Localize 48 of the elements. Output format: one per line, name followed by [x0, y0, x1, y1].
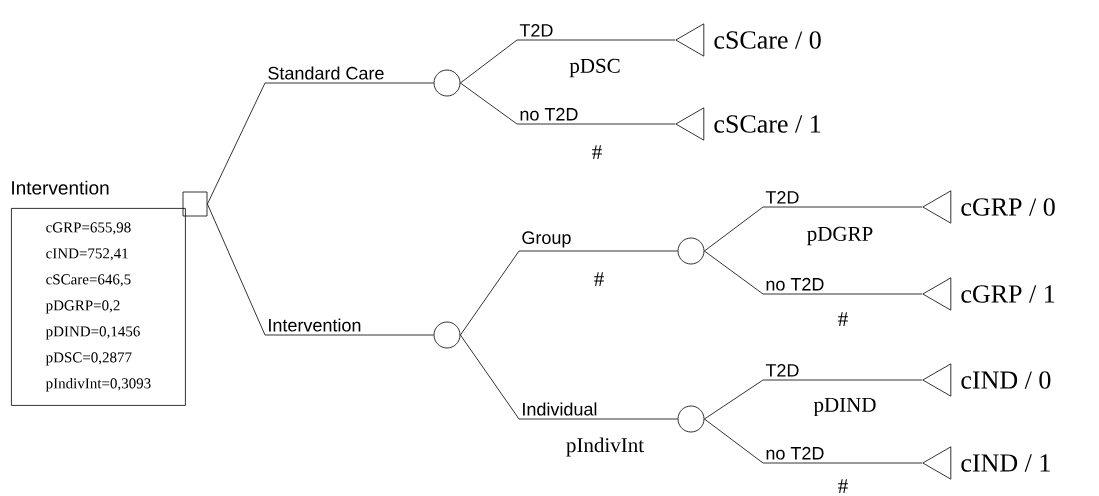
- edge-label: Standard Care: [266, 65, 386, 81]
- node-label: pDGRP=0,2: [45, 300, 120, 314]
- node-label: pIndivInt=0,3093: [45, 377, 151, 392]
- edge-label: Intervention: [266, 317, 363, 333]
- branch-line: [704, 206, 923, 252]
- edge-label: no T2D: [764, 445, 826, 461]
- probability-label: pIndivInt: [566, 437, 644, 457]
- edge-label: T2D: [764, 190, 801, 205]
- probability-label: pDGRP: [807, 226, 873, 246]
- branch-line: [704, 379, 923, 420]
- branch-line: [460, 82, 676, 125]
- payoff-label: cIND / 1: [961, 454, 1050, 472]
- chance-circle: [677, 405, 705, 433]
- probability-label: pDSC: [569, 58, 620, 78]
- edge-label: no T2D: [518, 106, 580, 122]
- chance-circle: [677, 237, 705, 265]
- node-label: cIND=752,41: [46, 248, 128, 261]
- variables-box: cGRP=655,98 cIND=752,41 cSCare=646,5 pDGRP=0,2 pDIND=0,1456 pDSC=0,2877 pIndivInt=0,3093: [11, 208, 186, 406]
- branch-line: [704, 418, 923, 464]
- probability-label: #: [594, 272, 604, 286]
- probability-label: #: [838, 312, 848, 326]
- branch-line: [207, 203, 434, 336]
- node-label: cGRP=655,98: [46, 222, 131, 235]
- node-label: pDSC=0,2877: [45, 352, 132, 366]
- probability-label: pDIND: [813, 397, 876, 417]
- chance-circle: [433, 69, 461, 97]
- decision-square: [182, 191, 208, 217]
- edge-label: T2D: [518, 23, 555, 38]
- payoff-label: cGRP / 1: [961, 285, 1055, 303]
- edge-label: Group: [520, 230, 573, 249]
- branch-line: [460, 39, 676, 84]
- edge-label: Individual: [520, 401, 599, 417]
- probability-label: #: [838, 479, 848, 493]
- branch-line: [460, 334, 678, 420]
- tree-title: Intervention: [12, 180, 109, 195]
- probability-label: #: [592, 145, 602, 159]
- payoff-label: cGRP / 0: [961, 198, 1055, 216]
- payoff-label: cSCare / 0: [714, 31, 821, 49]
- payoff-label: cIND / 0: [961, 371, 1051, 389]
- chance-circle: [433, 321, 461, 349]
- edge-label: no T2D: [764, 276, 826, 292]
- branch-line: [704, 250, 923, 295]
- edge-label: T2D: [764, 363, 801, 378]
- branch-line: [460, 250, 678, 336]
- payoff-label: cSCare / 1: [714, 115, 821, 133]
- node-label: pDIND=0,1456: [45, 326, 140, 340]
- branch-line: [207, 82, 434, 205]
- node-label: cSCare=646,5: [46, 274, 131, 287]
